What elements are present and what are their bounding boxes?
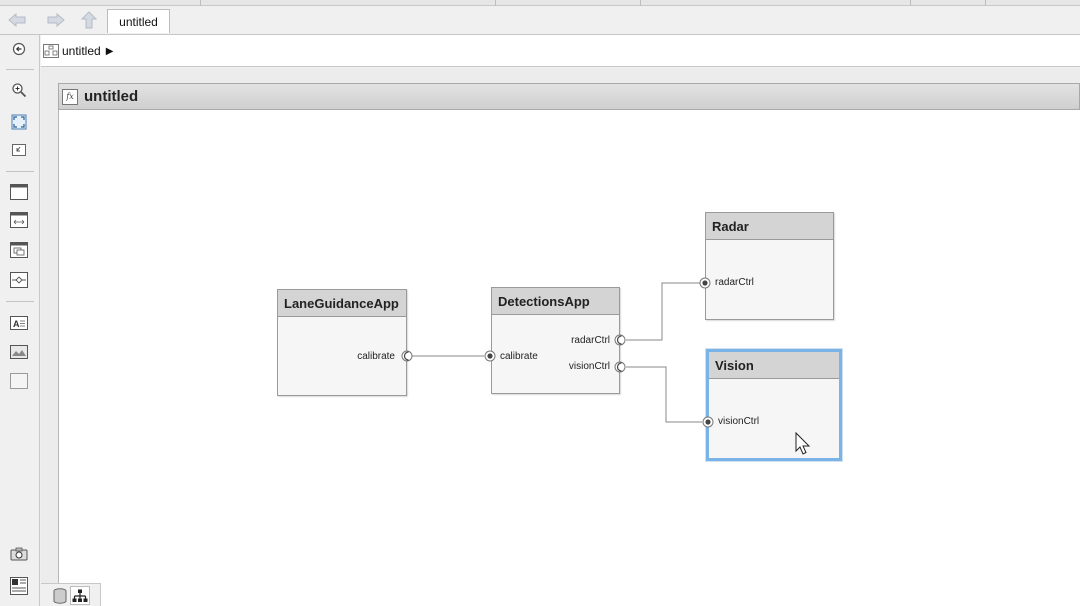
canvas-title-bar: fx untitled — [58, 83, 1080, 110]
model-tab-label: untitled — [119, 14, 158, 29]
database-icon — [53, 587, 67, 604]
area-annotation-button[interactable] — [10, 372, 28, 390]
variant-block-icon — [10, 242, 28, 258]
area-box-icon — [10, 373, 28, 389]
ribbon-strip — [0, 0, 1080, 6]
property-inspector-icon — [10, 577, 28, 595]
model-tab[interactable]: untitled — [107, 9, 170, 33]
zoom-in-icon — [12, 83, 27, 98]
image-icon — [10, 345, 28, 359]
bottom-toolbar — [41, 583, 101, 606]
zoom-button[interactable] — [10, 81, 28, 99]
image-annotation-button[interactable] — [10, 343, 28, 361]
component-vision[interactable]: Vision — [706, 349, 842, 461]
component-radar[interactable]: Radar — [705, 212, 834, 320]
camera-icon — [10, 547, 28, 561]
arrow-left-icon — [8, 13, 26, 27]
reference-component-button[interactable] — [10, 211, 28, 229]
component-header: Vision — [709, 352, 839, 379]
tool-palette: A — [0, 35, 40, 606]
screenshot-button[interactable] — [10, 545, 28, 563]
svg-text:A: A — [13, 319, 20, 329]
zoom-actual-icon — [12, 144, 26, 156]
port-label-radarctrl-in: radarCtrl — [715, 277, 754, 288]
breadcrumb-arrow-icon[interactable]: ▶ — [105, 45, 114, 57]
component-header: DetectionsApp — [492, 288, 619, 315]
arrow-right-icon — [47, 13, 65, 27]
annotation-button[interactable]: A — [10, 314, 28, 332]
circle-arrow-icon — [12, 42, 26, 56]
component-detections-app[interactable]: DetectionsApp — [491, 287, 620, 394]
variant-component-button[interactable] — [10, 241, 28, 259]
component-header: Radar — [706, 213, 833, 240]
adapter-button[interactable] — [10, 271, 28, 289]
component-block-icon — [10, 184, 28, 200]
text-annotation-icon: A — [10, 316, 28, 330]
forward-button[interactable] — [45, 10, 67, 30]
fit-view-icon — [11, 114, 27, 130]
port-label-calibrate-out: calibrate — [357, 351, 395, 362]
component-header: LaneGuidanceApp — [278, 290, 406, 317]
breadcrumb-model-label: untitled — [62, 44, 101, 58]
adapter-block-icon — [10, 272, 28, 288]
port-label-visionctrl-in: visionCtrl — [718, 416, 760, 427]
hierarchy-icon — [72, 589, 88, 602]
arrow-up-icon — [81, 11, 97, 29]
component-lane-guidance-app[interactable]: LaneGuidanceApp — [277, 289, 407, 396]
property-inspector-button[interactable] — [10, 577, 28, 595]
hide-browser-button[interactable] — [10, 40, 28, 58]
fit-to-view-button[interactable] — [10, 113, 28, 131]
component-tool-button[interactable] — [10, 183, 28, 201]
model-icon — [43, 44, 59, 58]
port-label-radarctrl-out: radarCtrl — [571, 335, 610, 346]
port-label-visionctrl-out: visionCtrl — [568, 361, 610, 372]
zoom-actual-button[interactable] — [10, 141, 28, 159]
breadcrumb[interactable]: untitled ▶ — [43, 42, 113, 60]
up-button[interactable] — [78, 10, 100, 30]
function-model-icon: fx — [62, 88, 78, 105]
port-label-calibrate-in: calibrate — [500, 351, 538, 362]
hierarchy-view-button[interactable] — [70, 586, 90, 605]
model-data-button[interactable] — [50, 586, 70, 605]
reference-block-icon — [10, 212, 28, 228]
back-button[interactable] — [6, 10, 28, 30]
navigation-bar: untitled — [0, 6, 1080, 35]
canvas-title: untitled — [84, 88, 139, 105]
breadcrumb-bar: untitled ▶ — [41, 35, 1080, 67]
